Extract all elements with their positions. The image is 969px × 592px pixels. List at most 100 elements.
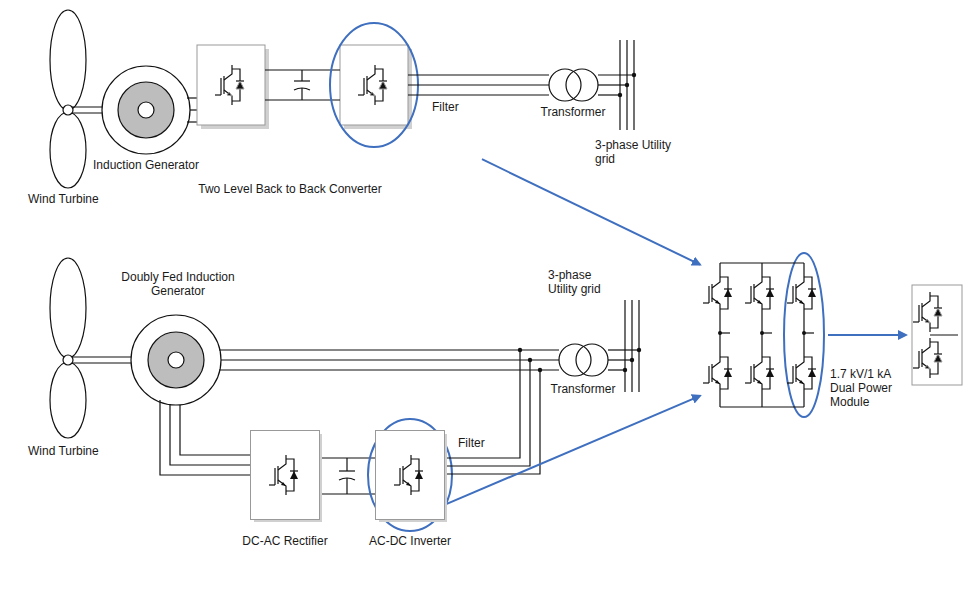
drawing-stroke bbox=[598, 84, 627, 85]
drawing-stroke bbox=[168, 352, 184, 368]
drawing-stroke bbox=[803, 393, 804, 407]
back-to-back-converter bbox=[197, 45, 412, 129]
highlight-ellipse bbox=[330, 23, 418, 147]
part-label: Doubly Fed Induction Generator bbox=[118, 270, 238, 298]
drawing-stroke bbox=[761, 263, 762, 273]
drawing-stroke bbox=[219, 349, 559, 350]
rotor-wiring bbox=[160, 400, 250, 475]
drawing-stroke bbox=[619, 40, 620, 130]
drawing-stroke bbox=[340, 45, 408, 125]
drawing-stroke bbox=[251, 431, 320, 520]
converter-box: DC-AC Rectifier bbox=[250, 430, 320, 520]
drawing-stroke bbox=[719, 263, 720, 273]
drawing-stroke bbox=[408, 84, 549, 85]
drawing-stroke bbox=[394, 455, 423, 495]
drawing-stroke bbox=[559, 344, 591, 376]
converter-group: Two Level Back to Back Converter bbox=[190, 30, 482, 220]
part-label: Filter bbox=[458, 436, 502, 450]
drawing-stroke bbox=[358, 65, 387, 105]
drawing-stroke bbox=[339, 470, 355, 471]
drawing-stroke bbox=[118, 82, 174, 138]
drawing-stroke bbox=[445, 360, 530, 466]
drawing-stroke bbox=[787, 273, 816, 313]
drawing-stroke bbox=[131, 315, 221, 405]
induction-generator bbox=[102, 66, 197, 154]
drawing-stroke bbox=[346, 478, 347, 494]
drawing-stroke bbox=[913, 292, 942, 332]
drawing-stroke bbox=[269, 455, 298, 495]
drawing-stroke bbox=[408, 94, 549, 95]
node-label: 1.7 kV/1 kA Dual Power Module bbox=[830, 367, 910, 409]
node-label: Two Level Back to Back Converter bbox=[190, 182, 390, 196]
drawing-stroke bbox=[718, 331, 722, 335]
converter-box: AC-DC Inverter bbox=[375, 430, 445, 520]
drawing-stroke bbox=[445, 350, 520, 458]
drawing-stroke bbox=[618, 93, 622, 97]
drawing-stroke bbox=[703, 273, 732, 313]
drawing-stroke bbox=[190, 109, 197, 110]
inverter-wiring bbox=[445, 350, 540, 474]
drawing-stroke bbox=[608, 369, 625, 370]
drawing-stroke bbox=[608, 359, 632, 360]
drawing-stroke bbox=[170, 404, 250, 465]
drawing-stroke bbox=[215, 65, 244, 105]
drawing-stroke bbox=[50, 10, 86, 110]
converter-symbol bbox=[250, 430, 320, 520]
drawing-stroke bbox=[760, 331, 764, 335]
drawing-stroke bbox=[197, 45, 265, 125]
drawing-stroke bbox=[102, 66, 190, 154]
converter-symbol bbox=[375, 430, 445, 520]
drawing-stroke bbox=[761, 393, 762, 407]
drawing-stroke bbox=[445, 370, 540, 474]
drawing-stroke bbox=[703, 353, 732, 393]
part-label: Wind Turbine bbox=[28, 192, 118, 206]
drawing-stroke bbox=[408, 74, 549, 75]
module-arrow bbox=[828, 334, 906, 336]
drawing-stroke bbox=[608, 349, 639, 350]
drawing-stroke bbox=[376, 431, 445, 520]
junction-dots bbox=[618, 73, 636, 97]
drawing-stroke bbox=[221, 359, 559, 360]
drawing-stroke bbox=[631, 300, 632, 392]
drawing-stroke bbox=[566, 69, 598, 101]
drawing-stroke bbox=[803, 263, 804, 273]
drawing-stroke bbox=[787, 353, 816, 393]
drawing-stroke bbox=[148, 332, 204, 388]
part-label: Wind Turbine bbox=[28, 444, 118, 458]
drawing-stroke bbox=[745, 353, 774, 393]
drawing-stroke bbox=[138, 102, 154, 118]
part-label: Induction Generator bbox=[86, 158, 206, 172]
part-label: Transformer bbox=[545, 382, 621, 396]
node-label: DC-AC Rectifier bbox=[215, 534, 355, 548]
inverter-bridge-node: 1.7 kV/1 kA Dual Power Module bbox=[700, 255, 820, 415]
drawing-stroke bbox=[518, 348, 522, 352]
drawing-stroke bbox=[598, 94, 620, 95]
dc-link-capacitor bbox=[265, 70, 340, 100]
drawing-stroke bbox=[632, 73, 636, 77]
drawing-stroke bbox=[180, 405, 250, 455]
drawing-stroke bbox=[63, 105, 73, 115]
doubly-fed-generator bbox=[131, 315, 221, 405]
drawing-stroke bbox=[912, 285, 962, 385]
part-label: 3-phase Utility grid bbox=[595, 138, 675, 166]
drawing-stroke bbox=[219, 369, 559, 370]
dual-module-symbol bbox=[912, 285, 962, 385]
drawing-stroke bbox=[913, 338, 942, 378]
drawing-stroke bbox=[598, 74, 634, 75]
drawing-stroke bbox=[538, 368, 542, 372]
drawing-stroke bbox=[160, 400, 250, 475]
drawing-stroke bbox=[294, 80, 310, 81]
drawing-stroke bbox=[301, 88, 302, 100]
highlight-ellipse bbox=[368, 419, 452, 531]
drawing-stroke bbox=[625, 83, 629, 87]
part-label: Transformer bbox=[535, 105, 611, 119]
drawing-stroke bbox=[187, 121, 197, 122]
drawing-stroke bbox=[50, 258, 86, 358]
drawing-stroke bbox=[624, 300, 625, 392]
stator-wiring bbox=[219, 300, 639, 392]
drawing-stroke bbox=[346, 458, 347, 471]
drawing-stroke bbox=[576, 344, 608, 376]
drawing-stroke bbox=[50, 362, 86, 438]
junction-dots bbox=[518, 348, 641, 372]
